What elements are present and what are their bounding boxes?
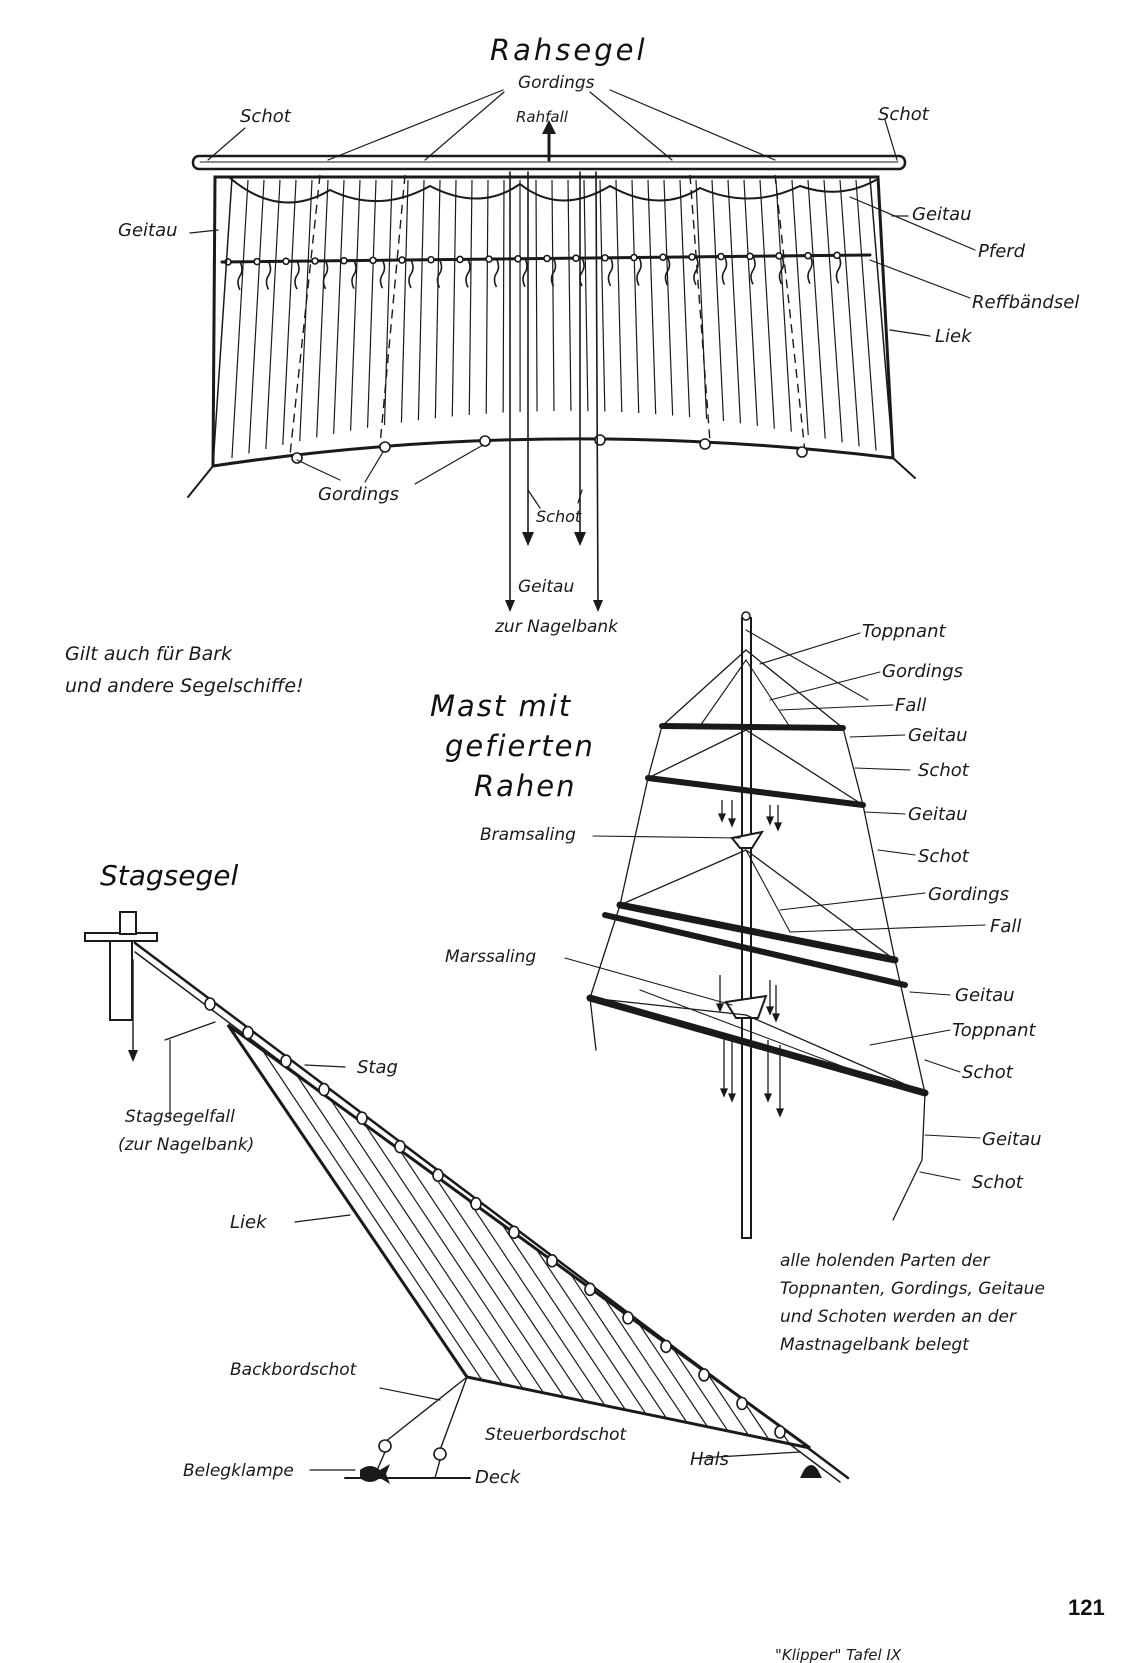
label-geitau-bottom: Geitau	[518, 577, 574, 597]
mast-label-gordings-2: Gordings	[928, 884, 1009, 905]
mast-label-fall-1: Fall	[895, 695, 926, 716]
marssaling-shape	[724, 994, 768, 1019]
mast-note-line-2: Toppnanten, Gordings, Geitaue	[780, 1279, 1045, 1299]
staysail-drawing	[84, 911, 850, 1484]
mast-label-schot-2: Schot	[918, 846, 970, 867]
label-schot-bottom: Schot	[536, 507, 582, 526]
square-sail-title: Rahsegel	[490, 33, 648, 67]
label-gordings-top: Gordings	[518, 73, 595, 93]
label-marssaling: Marssaling	[445, 947, 536, 967]
arrow-down-icon	[728, 818, 736, 828]
label-stag: Stag	[357, 1057, 398, 1078]
label-pferd: Pferd	[978, 241, 1026, 262]
label-liek-stay: Liek	[230, 1212, 268, 1233]
arrow-down-icon	[776, 1108, 784, 1118]
label-bramsaling: Bramsaling	[480, 825, 576, 845]
mast-label-schot-1: Schot	[918, 760, 970, 781]
arrow-down-icon	[505, 600, 515, 612]
mast-note-line-4: Mastnagelbank belegt	[780, 1335, 970, 1355]
mast-label-schot-3: Schot	[962, 1062, 1014, 1083]
arrow-down-icon	[720, 1088, 728, 1098]
square-sail-drawing	[187, 89, 976, 612]
label-gordings-bottom: Gordings	[318, 484, 399, 505]
mast-label-geitau-2: Geitau	[908, 804, 968, 825]
mast-label-toppnant-1: Toppnant	[862, 621, 946, 642]
arrow-down-icon	[128, 1050, 138, 1062]
mast-label-schot-4: Schot	[972, 1172, 1024, 1193]
arrow-down-icon	[764, 1093, 772, 1103]
arrow-down-icon	[574, 532, 586, 546]
mast-label-gordings-1: Gordings	[882, 661, 963, 682]
arrow-down-icon	[522, 532, 534, 546]
mast-label-geitau-3: Geitau	[955, 985, 1015, 1006]
staysail-title: Stagsegel	[100, 859, 238, 892]
note-bark-line-2: und andere Segelschiffe!	[65, 675, 304, 697]
mast-title-line-3: Rahen	[474, 769, 577, 803]
page-number: 121	[1068, 1595, 1105, 1620]
label-geitau-left: Geitau	[118, 220, 178, 241]
arrow-up-icon	[542, 120, 556, 134]
arrow-down-icon	[766, 1006, 774, 1016]
mast-title-line-1: Mast mit	[430, 689, 572, 723]
arrow-down-icon	[774, 822, 782, 832]
mast-label-toppnant-2: Toppnant	[952, 1020, 1036, 1041]
cleat-icon	[360, 1464, 390, 1484]
label-belegklampe: Belegklampe	[183, 1461, 294, 1481]
label-steuerbordschot: Steuerbordschot	[485, 1425, 627, 1445]
note-bark-line-1: Gilt auch für Bark	[65, 643, 233, 665]
label-rahfall: Rahfall	[516, 108, 569, 126]
mast-label-geitau-4: Geitau	[982, 1129, 1042, 1150]
mast-note-line-3: und Schoten werden an der	[780, 1307, 1017, 1327]
label-hals: Hals	[690, 1449, 729, 1470]
label-liek-square: Liek	[935, 326, 973, 347]
label-stagsegelfall-1: Stagsegelfall	[125, 1107, 235, 1127]
label-deck: Deck	[475, 1467, 522, 1488]
arrow-down-icon	[718, 813, 726, 823]
arrow-down-icon	[716, 1003, 724, 1013]
mast-label-geitau-1: Geitau	[908, 725, 968, 746]
label-backbordschot: Backbordschot	[230, 1360, 358, 1380]
label-schot-right: Schot	[878, 104, 930, 125]
mast-title-line-2: gefierten	[445, 729, 595, 763]
label-reffbaendsel: Reffbändsel	[972, 292, 1079, 313]
mast-label-fall-2: Fall	[990, 916, 1021, 937]
mast-note-line-1: alle holenden Parten der	[780, 1251, 990, 1271]
label-geitau-right: Geitau	[912, 204, 972, 225]
tack-fitting-icon	[800, 1465, 822, 1478]
arrow-down-icon	[728, 1093, 736, 1103]
label-stagsegelfall-2: (zur Nagelbank)	[118, 1135, 254, 1155]
arrow-down-icon	[593, 600, 603, 612]
arrow-down-icon	[772, 1013, 780, 1023]
plate-footer: "Klipper" Tafel IX	[775, 1646, 902, 1663]
arrow-down-icon	[766, 816, 774, 826]
label-nagelbank: zur Nagelbank	[494, 617, 619, 637]
bramsaling-shape	[730, 830, 765, 849]
mast-drawing	[564, 611, 986, 1239]
label-schot-left: Schot	[240, 106, 292, 127]
